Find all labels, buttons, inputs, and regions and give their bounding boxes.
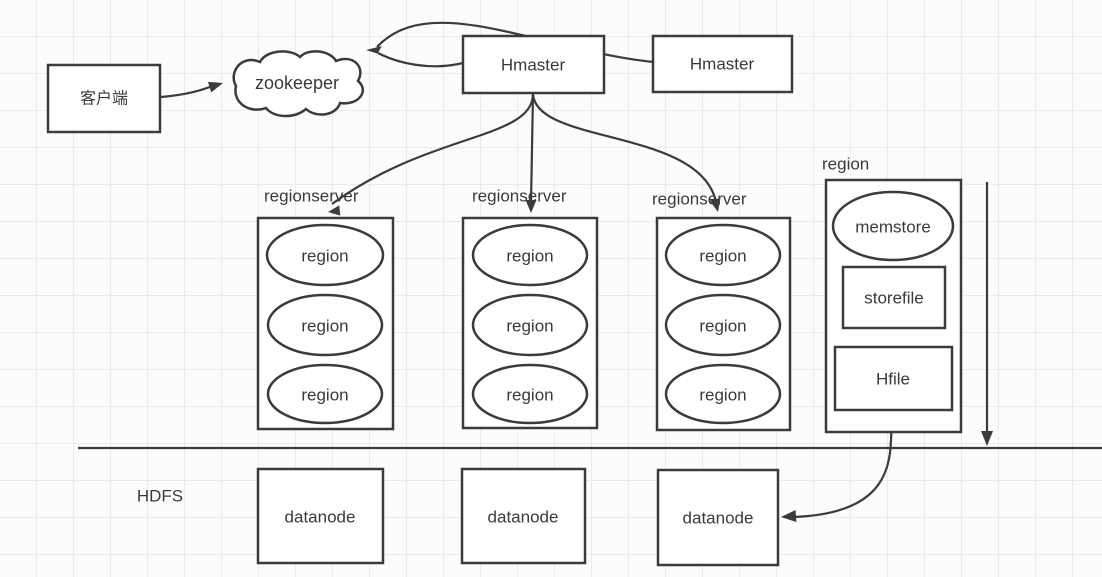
hmaster-2-node [651, 34, 794, 94]
regionserver-3-region-2-label: region [699, 317, 746, 336]
datanode-3-box [656, 468, 780, 567]
memstore-oval [831, 190, 955, 262]
zookeeper-cloud-icon [232, 50, 365, 118]
regionserver-1-region-3-oval [266, 363, 384, 425]
region-detail-label: region [822, 155, 869, 174]
regionserver-2-region-3-oval [471, 363, 589, 425]
arrow-client-to-zookeeper-arrowhead [208, 81, 223, 93]
regionserver-3-region-1-label: region [699, 247, 746, 266]
arrow-client-to-zookeeper [160, 83, 218, 99]
client-node [46, 63, 162, 134]
hmaster-1-label: Hmaster [501, 56, 566, 75]
arrow-hfile-to-datanode-3-arrowhead [781, 509, 797, 522]
client-label: 客户端 [80, 90, 128, 108]
datanode-1-box [256, 467, 385, 565]
hmaster-2-label: Hmaster [690, 55, 755, 74]
zookeeper-label: zookeeper [255, 73, 339, 93]
arrow-hmaster1-to-zookeeper [377, 52, 464, 68]
regionserver-2-region-1-label: region [506, 247, 553, 266]
regionserver-3-label: regionserver [652, 190, 747, 209]
arrow-to-zookeeper-arrowhead [366, 46, 382, 54]
hmaster-1-node [461, 34, 606, 95]
regionserver-1-label: regionserver [264, 187, 359, 206]
arrow-hmaster-to-regionserver-3 [531, 93, 718, 203]
storefile-label: storefile [864, 289, 924, 308]
arrow-hmaster-to-regionserver-3-arrowhead [709, 198, 721, 212]
hdfs-label: HDFS [137, 487, 183, 506]
regionserver-2-region-2-oval [471, 293, 589, 357]
regionserver-2-region-2-label: region [506, 317, 553, 336]
regionserver-1-region-3-label: region [301, 386, 348, 405]
regionserver-1-region-2-oval [266, 293, 384, 357]
regionserver-1-region-2-label: region [301, 317, 348, 336]
datanode-2-label: datanode [488, 508, 559, 527]
memstore-label: memstore [855, 218, 931, 237]
zookeeper-node: zookeeper [232, 50, 365, 118]
hfile-label: Hfile [876, 370, 910, 389]
regionserver-2-label: regionserver [472, 187, 567, 206]
arrow-hmaster-to-regionserver-1-arrowhead [328, 205, 341, 216]
regionserver-1-region-1-oval [265, 223, 385, 287]
regionserver-3-region-3-label: region [699, 386, 746, 405]
regionserver-3-region-1-oval [664, 223, 782, 287]
arrow-hmaster-to-regionserver-1 [331, 93, 535, 205]
storefile-box [841, 265, 947, 330]
arrow-flush-down-arrowhead [981, 431, 993, 446]
regionserver-2-region-3-label: region [506, 386, 553, 405]
regionserver-3-region-2-oval [664, 293, 782, 357]
hfile-box [833, 345, 954, 412]
regionserver-3-region-3-oval [664, 363, 782, 425]
arrow-hmaster2-to-zookeeper [376, 21, 654, 64]
datanode-3-label: datanode [683, 509, 754, 528]
regionserver-1-region-1-label: region [301, 247, 348, 266]
arrow-hmaster-to-regionserver-2 [529, 93, 535, 204]
datanode-2-box [460, 467, 587, 565]
datanode-1-label: datanode [285, 508, 356, 527]
regionserver-2-region-1-oval [471, 223, 589, 287]
arrow-hmaster-to-regionserver-2-arrowhead [525, 200, 537, 213]
